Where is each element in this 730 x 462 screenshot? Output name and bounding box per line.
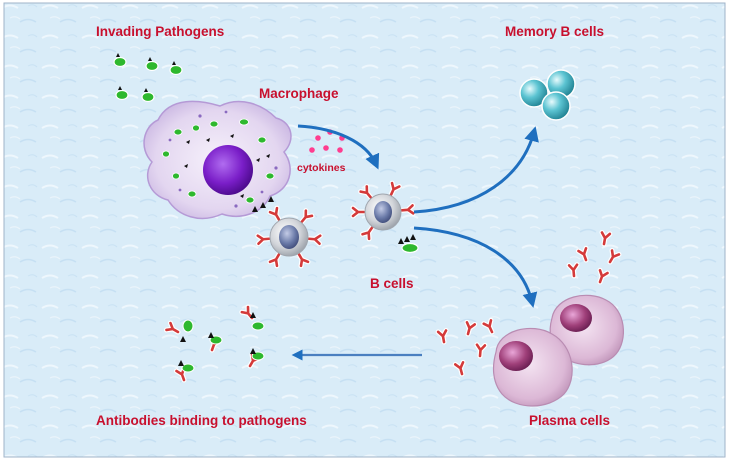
diagram-panel xyxy=(3,2,726,458)
memory-b-cells-cluster xyxy=(519,69,576,121)
label-antibodies-binding: Antibodies binding to pathogens xyxy=(96,413,307,428)
pathogen-bound-to-bcell xyxy=(398,234,419,254)
arrow-to-memory-cells xyxy=(413,126,539,214)
macrophage-nucleus xyxy=(203,145,253,195)
label-memory-b-cells: Memory B cells xyxy=(505,24,605,39)
label-invading-pathogens: Invading Pathogens xyxy=(96,24,225,39)
label-macrophage: Macrophage xyxy=(259,86,339,101)
b-cell-center xyxy=(353,183,413,239)
macrophage-cell xyxy=(143,100,292,220)
label-plasma-cells: Plasma cells xyxy=(529,413,611,428)
plasma-cell-upper xyxy=(549,294,624,366)
label-cytokines: cytokines xyxy=(297,162,346,174)
plasma-cell-lower xyxy=(492,327,573,407)
label-b-cells: B cells xyxy=(370,276,414,291)
arrow-to-plasma-cells xyxy=(413,226,538,308)
antibody-pathogen-complexes xyxy=(166,307,265,381)
b-cell-near-macrophage xyxy=(258,208,320,266)
arrow-macrophage-to-bcells xyxy=(297,124,380,170)
